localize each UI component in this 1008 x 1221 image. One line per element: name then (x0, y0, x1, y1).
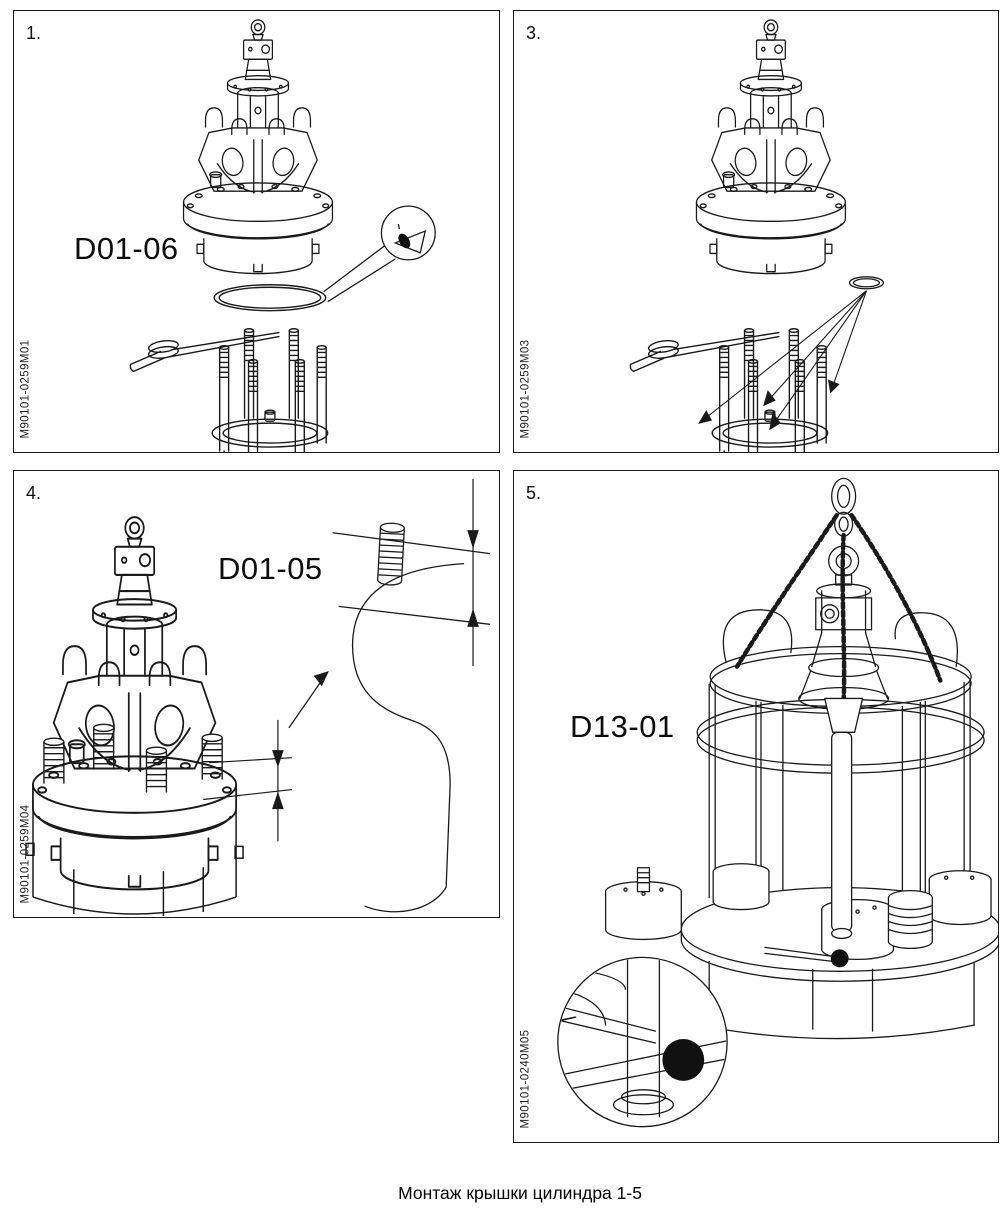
pointer-arrows (698, 290, 868, 431)
cylinder-head-oring-placement-illustration (629, 19, 885, 452)
cylinder-head-with-oring-illustration (129, 19, 436, 452)
o-ring-cross-section (398, 233, 411, 249)
dimension-protrusion (203, 719, 292, 842)
dimension-stud-height (467, 478, 479, 667)
drawing-code: M90101-0259M04 (19, 804, 32, 903)
figure-label: D13-01 (570, 709, 675, 744)
stud-circle (629, 328, 829, 452)
liner-detail (332, 522, 491, 913)
step-number: 3. (526, 23, 542, 43)
o-ring (213, 284, 327, 312)
figure-panel-step-4: 4. D01-05 M90101-0259M04 (13, 470, 500, 918)
figure-panel-step-5: 5. D13-01 M90101-0240M05 (513, 470, 999, 1143)
lifting-tool-assembly-illustration (557, 477, 998, 1128)
figure-label: D01-05 (218, 551, 323, 586)
lifting-link (831, 477, 857, 537)
protruding-studs (43, 723, 223, 793)
small-o-ring (848, 276, 885, 290)
stud-protrusion-measurement-illustration (25, 478, 491, 917)
jack-units (604, 863, 992, 960)
drawing-code: M90101-0259M03 (519, 339, 532, 438)
cylinder-block (25, 799, 244, 917)
stud-circle (129, 328, 329, 452)
marker-dot (830, 949, 849, 968)
lifting-chain-sling (734, 512, 943, 705)
drawing-code: M90101-0259M01 (19, 339, 32, 438)
figure-panel-step-1: 1. D01-06 M90101-0259M01 (13, 10, 500, 453)
figure-caption: Монтаж крышки цилиндра 1-5 (398, 1183, 642, 1203)
figure-panel-step-3: 3. M90101-0259M03 (513, 10, 999, 453)
detail-inset-circle (323, 205, 436, 303)
corrugated-sleeve (887, 890, 933, 950)
reference-arrow (288, 671, 329, 729)
step-number: 5. (526, 483, 542, 503)
marker-dot-detail (662, 1039, 705, 1081)
central-rod (764, 697, 864, 963)
step-number: 1. (26, 23, 42, 43)
step-number: 4. (26, 483, 42, 503)
central-tower (798, 545, 890, 711)
detail-inset-circle (557, 956, 728, 1128)
drawing-code: M90101-0240M05 (519, 1029, 532, 1128)
figure-label: D01-06 (74, 231, 179, 266)
